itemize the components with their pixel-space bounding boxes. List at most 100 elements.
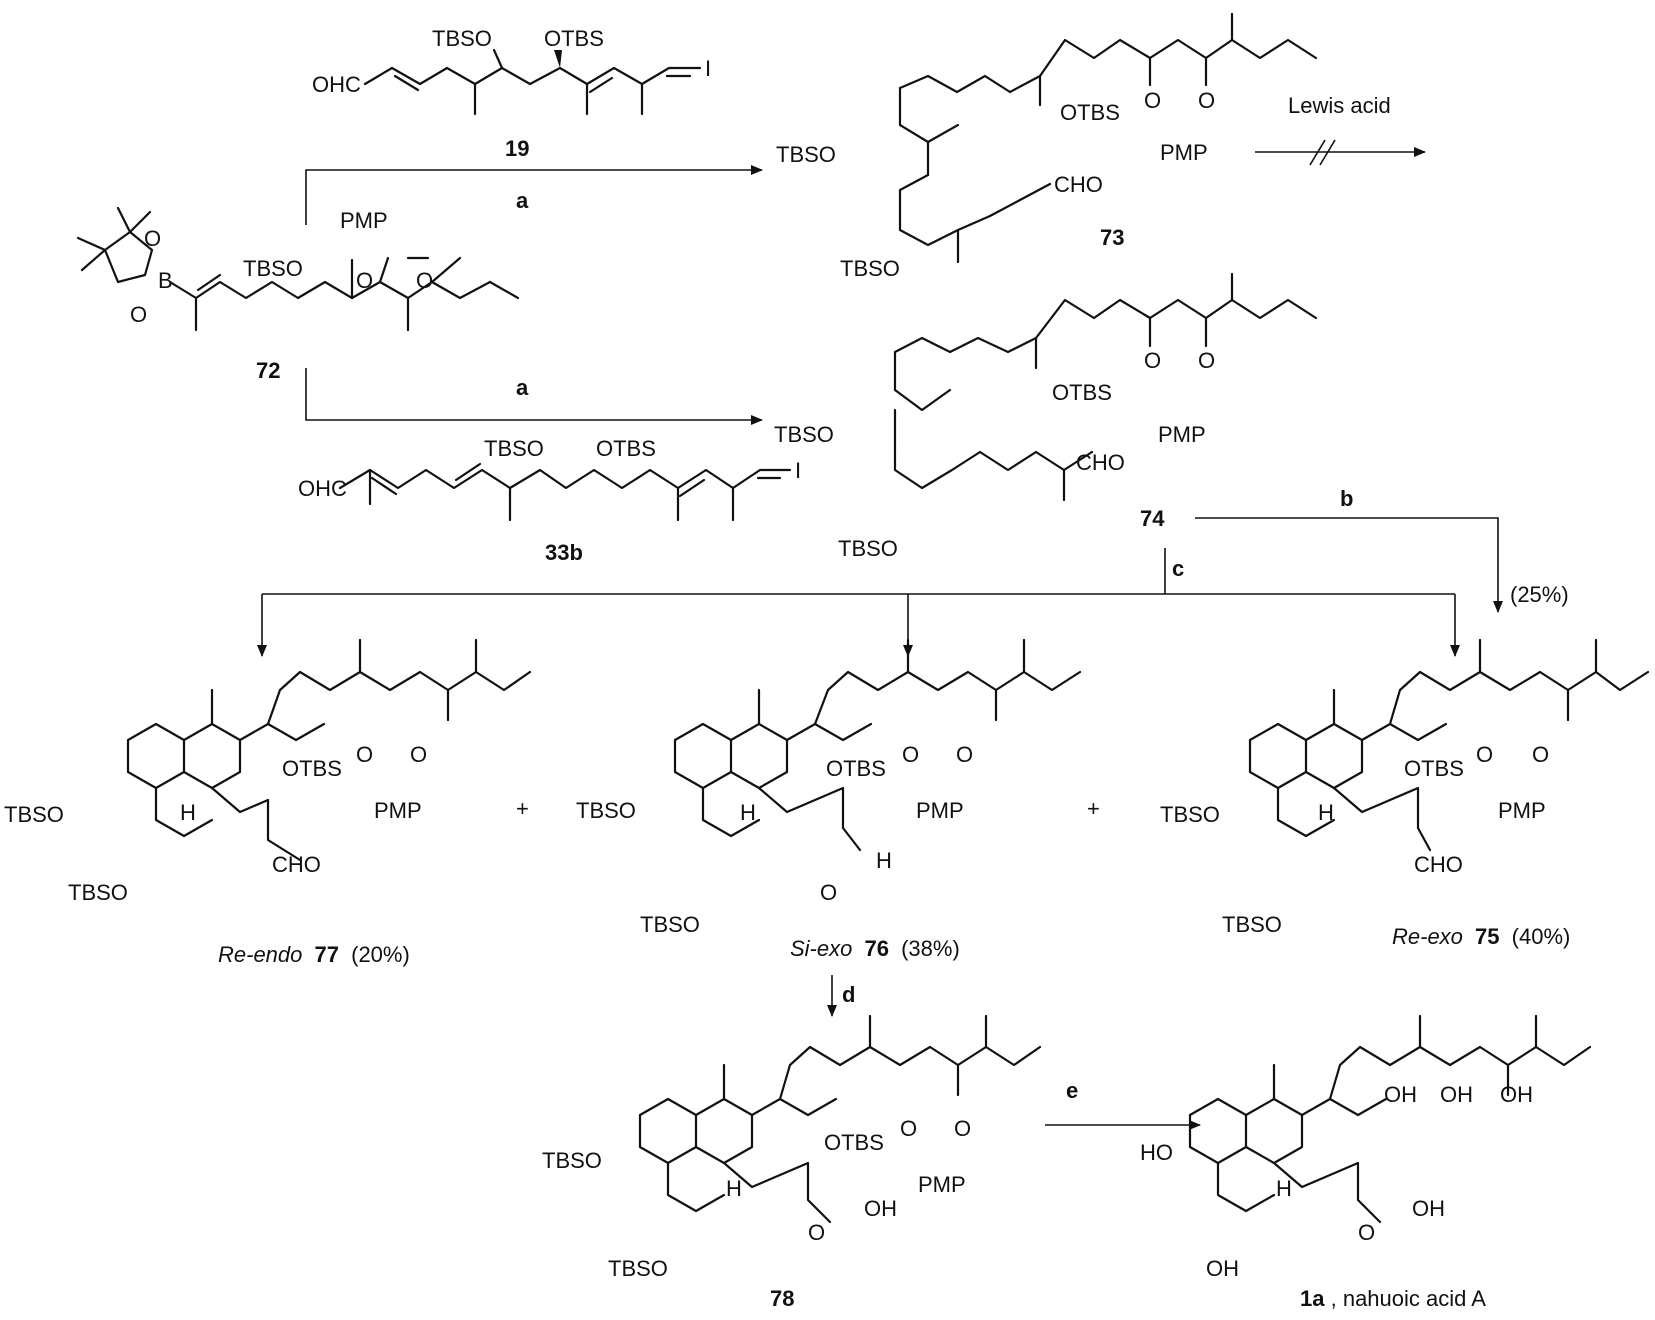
label-o: O — [130, 302, 147, 327]
label-otbs: OTBS — [544, 26, 604, 51]
arrow-a-bottom — [305, 368, 763, 425]
label-cho: CHO — [272, 852, 321, 877]
reagent-b: b — [1340, 486, 1353, 511]
label-b: B — [158, 268, 173, 293]
label-h: H — [726, 1176, 742, 1201]
label-tbso: TBSO — [484, 436, 544, 461]
label-h: H — [180, 800, 196, 825]
label-tbso: TBSO — [1160, 802, 1220, 827]
structure-74 — [893, 272, 1318, 502]
label-o: O — [1476, 742, 1493, 767]
label-pmp: PMP — [918, 1172, 966, 1197]
label-o: O — [1358, 1220, 1375, 1245]
label-ho: HO — [1140, 1140, 1173, 1165]
label-tbso: TBSO — [640, 912, 700, 937]
label-pmp: PMP — [1498, 798, 1546, 823]
label-tbso: TBSO — [4, 802, 64, 827]
label-pmp: PMP — [340, 208, 388, 233]
label-o: O — [356, 742, 373, 767]
compound-75-caption: Re-exo 75 (40%) — [1392, 924, 1570, 949]
compound-number-72: 72 — [256, 358, 280, 383]
compound-1a-caption: 1a , nahuoic acid A — [1300, 1286, 1486, 1311]
compound-number-74: 74 — [1140, 506, 1165, 531]
compound-76-yield: (38%) — [901, 936, 960, 961]
structure-33b — [338, 462, 792, 522]
structure-73 — [898, 12, 1318, 264]
compound-number-1a: 1a — [1300, 1286, 1325, 1311]
label-o: O — [808, 1220, 825, 1245]
plus-sign: + — [1087, 796, 1100, 821]
label-o: O — [956, 742, 973, 767]
structure-75 — [1248, 638, 1650, 852]
label-otbs: OTBS — [826, 756, 886, 781]
label-pmp: PMP — [374, 798, 422, 823]
label-tbso: TBSO — [608, 1256, 668, 1281]
compound-number-19: 19 — [505, 136, 529, 161]
label-oh: OH — [1500, 1082, 1533, 1107]
label-h: H — [1276, 1176, 1292, 1201]
structure-77 — [126, 638, 532, 862]
label-o: O — [1198, 348, 1215, 373]
label-h: H — [876, 848, 892, 873]
label-tbso: TBSO — [776, 142, 836, 167]
reagent-a-top: a — [516, 188, 529, 213]
label-oh: OH — [1412, 1196, 1445, 1221]
label-o: O — [410, 742, 427, 767]
compound-76-prefix: Si-exo — [790, 936, 852, 961]
label-oh: OH — [1384, 1082, 1417, 1107]
compound-77-caption: Re-endo 77 (20%) — [218, 942, 410, 967]
compound-number-73: 73 — [1100, 225, 1124, 250]
compound-75-yield: (40%) — [1512, 924, 1571, 949]
label-h: H — [740, 800, 756, 825]
label-tbso: TBSO — [774, 422, 834, 447]
reagent-d: d — [842, 982, 855, 1007]
label-oh: OH — [1440, 1082, 1473, 1107]
compound-77-yield: (20%) — [351, 942, 410, 967]
label-o: O — [1144, 348, 1161, 373]
label-cho: CHO — [1054, 172, 1103, 197]
label-tbso: TBSO — [576, 798, 636, 823]
label-iodide: I — [705, 56, 711, 81]
label-otbs: OTBS — [596, 436, 656, 461]
label-o: O — [1144, 88, 1161, 113]
label-otbs: OTBS — [1060, 100, 1120, 125]
compound-75-prefix: Re-exo — [1392, 924, 1463, 949]
label-tbso: TBSO — [840, 256, 900, 281]
arrow-c-branch — [257, 548, 1460, 657]
label-tbso: TBSO — [1222, 912, 1282, 937]
label-otbs: OTBS — [1052, 380, 1112, 405]
compound-77-prefix: Re-endo — [218, 942, 302, 967]
label-cho: CHO — [1076, 450, 1125, 475]
label-o: O — [820, 880, 837, 905]
plus-sign: + — [516, 796, 529, 821]
compound-number-77: 77 — [315, 942, 339, 967]
structure-76 — [673, 638, 1082, 852]
label-oh: OH — [864, 1196, 897, 1221]
label-otbs: OTBS — [282, 756, 342, 781]
structure-1a — [1188, 1014, 1592, 1224]
reagent-c: c — [1172, 556, 1184, 581]
reagent-b-yield: (25%) — [1510, 582, 1569, 607]
label-o: O — [416, 268, 433, 293]
compound-76-caption: Si-exo 76 (38%) — [790, 936, 960, 961]
reagent-a-bottom: a — [516, 375, 529, 400]
structure-72 — [76, 206, 520, 332]
compound-number-78: 78 — [770, 1286, 794, 1311]
label-o: O — [1198, 88, 1215, 113]
label-iodide: I — [795, 458, 801, 483]
reagent-e: e — [1066, 1078, 1078, 1103]
label-tbso: TBSO — [432, 26, 492, 51]
compound-number-75: 75 — [1475, 924, 1499, 949]
compound-number-76: 76 — [864, 936, 888, 961]
arrow-lewis-acid-blocked — [1255, 139, 1426, 166]
label-tbso: TBSO — [243, 256, 303, 281]
label-h: H — [1318, 800, 1334, 825]
structure-78 — [638, 1014, 1042, 1224]
label-otbs: OTBS — [824, 1130, 884, 1155]
label-cho: CHO — [1414, 852, 1463, 877]
label-ohc: OHC — [312, 72, 361, 97]
structure-19 — [363, 48, 702, 116]
reagent-lewis-acid: Lewis acid — [1288, 93, 1391, 118]
label-pmp: PMP — [1160, 140, 1208, 165]
